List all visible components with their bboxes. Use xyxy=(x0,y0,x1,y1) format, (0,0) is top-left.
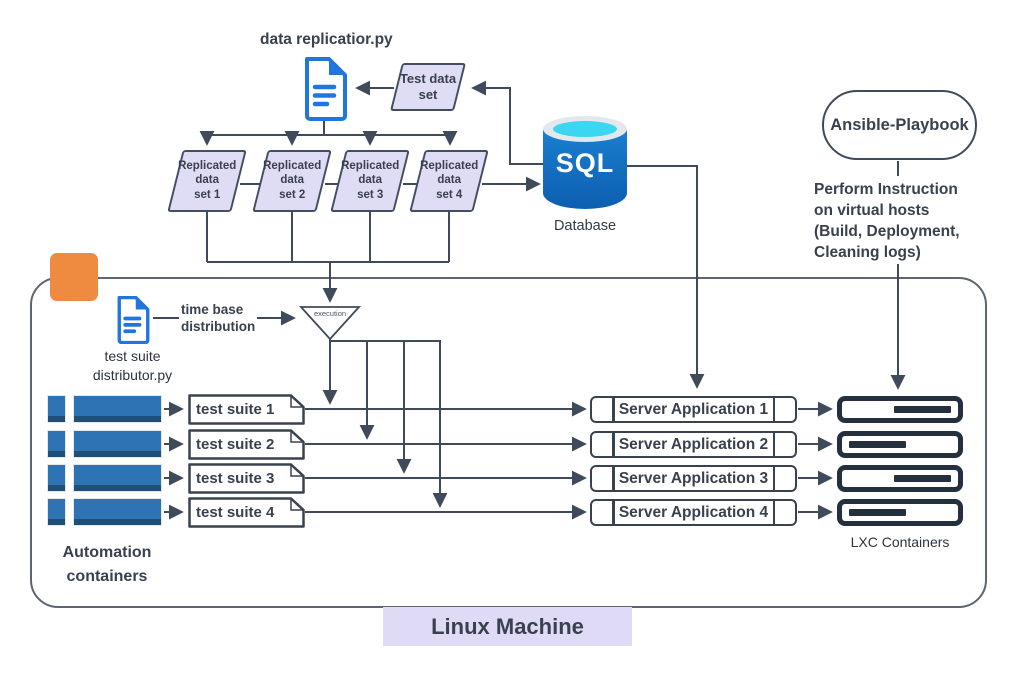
test-suite-2-label: test suite 2 xyxy=(196,436,275,453)
document-icon xyxy=(112,296,152,344)
replicated-data-set-3-label: Replicated data set 3 xyxy=(340,160,400,202)
container-block-icon xyxy=(47,498,66,526)
orange-note xyxy=(50,253,98,301)
automation-container-icon xyxy=(47,498,162,526)
container-block-icon xyxy=(47,430,66,458)
container-block-icon xyxy=(47,395,66,423)
linux-machine-title: Linux Machine xyxy=(383,607,632,646)
sql-cylinder-body xyxy=(543,129,627,209)
test-suite-1-node: test suite 1 xyxy=(188,394,305,425)
test-data-set-node: Test data set xyxy=(390,63,466,111)
test-suite-3-node: test suite 3 xyxy=(188,463,305,494)
lxc-slot-icon xyxy=(849,441,906,448)
server-application-1-label: Server Application 1 xyxy=(618,400,769,418)
container-bar-icon xyxy=(73,430,162,458)
execution-funnel-label: execution xyxy=(313,309,347,318)
automation-container-icon xyxy=(47,430,162,458)
lxc-slot-icon xyxy=(894,475,951,482)
lxc-container-1-icon xyxy=(837,396,963,423)
sql-logo-text: SQL xyxy=(555,148,615,178)
automation-container-icon xyxy=(47,395,162,423)
sql-cylinder-top xyxy=(553,121,617,137)
data-replicator-script-label: data replicatior.py xyxy=(260,31,393,48)
replicated-data-set-1-label: Replicated data set 1 xyxy=(177,160,237,202)
ansible-playbook-node: Ansible-Playbook xyxy=(822,90,977,160)
test-suite-1-label: test suite 1 xyxy=(196,401,275,418)
test-suite-4-node: test suite 4 xyxy=(188,497,305,528)
linux-machine-title-text: Linux Machine xyxy=(431,613,584,639)
test-suite-4-label: test suite 4 xyxy=(196,504,275,521)
test-suite-2-node: test suite 2 xyxy=(188,429,305,460)
lxc-container-2-icon xyxy=(837,431,963,458)
database-label: Database xyxy=(553,218,617,234)
ansible-instruction-text: Perform Instruction on virtual hosts (Bu… xyxy=(814,181,960,261)
lxc-slot-icon xyxy=(849,509,906,516)
server-application-4-label: Server Application 4 xyxy=(618,503,769,521)
automation-container-icon xyxy=(47,464,162,492)
server-application-3-node: Server Application 3 xyxy=(590,465,797,492)
container-bar-icon xyxy=(73,395,162,423)
container-bar-icon xyxy=(73,498,162,526)
replicated-data-set-2-label: Replicated data set 2 xyxy=(262,160,322,202)
server-application-4-node: Server Application 4 xyxy=(590,499,797,526)
test-data-set-label: Test data set xyxy=(399,70,457,102)
server-application-2-label: Server Application 2 xyxy=(618,435,769,453)
time-base-distribution-label: time base distribution xyxy=(179,301,258,335)
automation-containers-label: Automation containers xyxy=(62,544,152,585)
test-suite-3-label: test suite 3 xyxy=(196,470,275,487)
lxc-slot-icon xyxy=(894,406,951,413)
container-bar-icon xyxy=(73,464,162,492)
server-application-1-node: Server Application 1 xyxy=(590,396,797,423)
ansible-playbook-label: Ansible-Playbook xyxy=(830,115,969,134)
server-application-3-label: Server Application 3 xyxy=(618,469,769,487)
replicated-data-set-4-label: Replicated data set 4 xyxy=(419,160,479,202)
container-block-icon xyxy=(47,464,66,492)
lxc-container-3-icon xyxy=(837,465,963,492)
document-icon xyxy=(300,57,348,121)
sql-database-icon: SQL xyxy=(543,116,627,216)
server-application-2-node: Server Application 2 xyxy=(590,431,797,458)
distributor-script-label: test suite distributor.py xyxy=(92,348,173,383)
lxc-container-4-icon xyxy=(837,499,963,526)
lxc-containers-label: LXC Containers xyxy=(850,534,950,550)
